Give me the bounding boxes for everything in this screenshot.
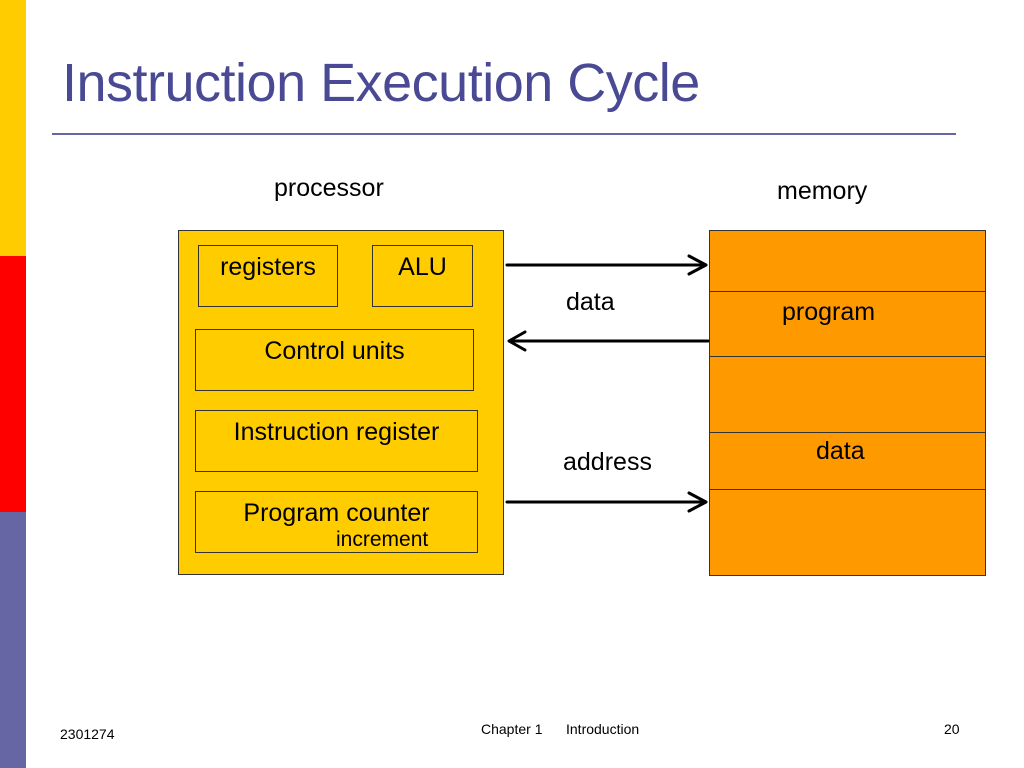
registers-label: registers [220,253,316,281]
arrow-head-right-icon [687,491,708,513]
footer-chapter: Chapter 1 [481,721,543,737]
memory-divider [710,291,985,292]
memory-divider [710,432,985,433]
slide-title: Instruction Execution Cycle [62,53,700,113]
instruction-register-label: Instruction register [233,418,440,446]
program-counter-box: Program counter increment [195,491,478,553]
increment-label: increment [336,528,429,551]
arrow-head-right-icon [687,254,708,276]
footer-course: 2301274 [60,726,115,742]
memory-label: memory [777,177,868,205]
footer-topic: Introduction [566,721,640,737]
registers-box: registers [198,245,338,307]
program-counter-label: Program counter [243,499,430,527]
memory-divider [710,489,985,490]
memory-box: program data [709,230,986,576]
processor-box: registers ALU Control units Instruction … [178,230,504,575]
sidebar-band-red [0,256,26,512]
footer-page-number: 20 [944,721,960,737]
memory-data-label: data [816,437,865,465]
instruction-register-box: Instruction register [195,410,478,472]
bus-data-label: data [566,288,615,316]
arrow-head-left-icon [507,330,527,352]
control-units-label: Control units [264,337,405,365]
alu-box: ALU [372,245,473,307]
control-units-box: Control units [195,329,474,391]
sidebar-band-blue [0,512,26,768]
title-underline [52,133,956,135]
memory-divider [710,356,985,357]
memory-program-label: program [782,298,876,326]
alu-label: ALU [398,253,447,281]
sidebar-band-yellow [0,0,26,256]
bus-address-label: address [563,448,652,476]
processor-label: processor [274,174,384,202]
